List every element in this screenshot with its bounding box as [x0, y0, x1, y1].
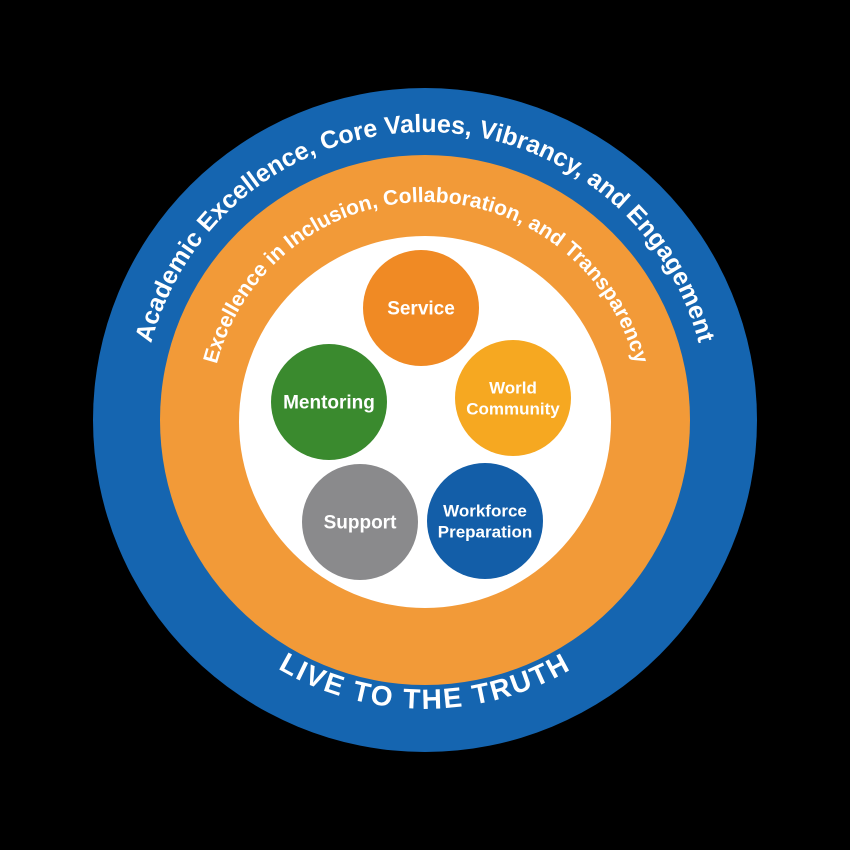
- node-label-workforce-preparation-1: Preparation: [438, 522, 532, 541]
- node-circle-support: [302, 464, 418, 580]
- node-circle-workforce-preparation: [427, 463, 543, 579]
- node-circle-mentoring: [271, 344, 387, 460]
- node-circle-world-community: [455, 340, 571, 456]
- node-label-workforce-preparation-0: Workforce: [443, 501, 527, 520]
- node-label-service-0: Service: [387, 299, 455, 320]
- value-nodes: ServiceWorldCommunityWorkforcePreparatio…: [271, 250, 571, 580]
- node-label-world-community-1: Community: [466, 399, 560, 418]
- node-label-support-0: Support: [324, 513, 397, 534]
- node-label-world-community-0: World: [489, 378, 537, 397]
- node-label-mentoring-0: Mentoring: [283, 393, 375, 414]
- node-mentoring: Mentoring: [271, 344, 387, 460]
- node-service: Service: [363, 250, 479, 366]
- node-circle-service: [363, 250, 479, 366]
- node-support: Support: [302, 464, 418, 580]
